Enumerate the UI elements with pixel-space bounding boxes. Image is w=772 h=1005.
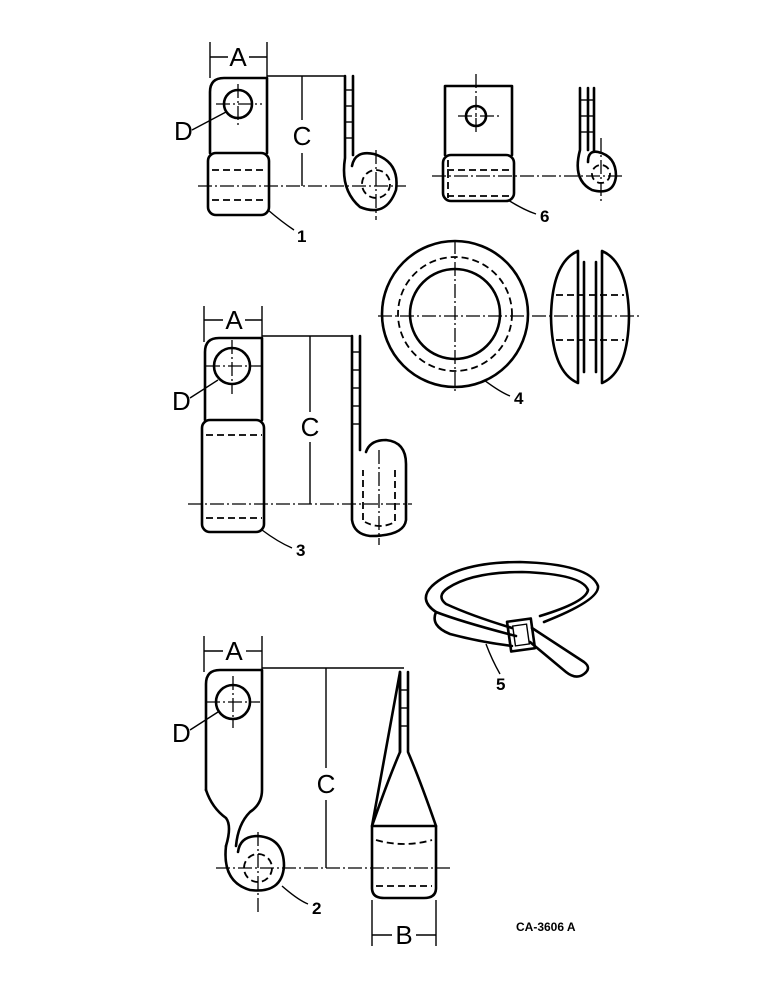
part-6-number: 6 xyxy=(540,207,549,226)
part-2-label-a: A xyxy=(225,636,243,666)
part-3-label-d: D xyxy=(172,386,191,416)
part-2-label-d: D xyxy=(172,718,191,748)
part-2-dim-b: B xyxy=(371,900,437,950)
part-1-label-a: A xyxy=(229,42,247,72)
part-3-dim-a: A xyxy=(203,305,263,342)
part-2-label-c: C xyxy=(317,769,336,799)
part-2-number: 2 xyxy=(312,899,321,918)
drawing-reference-code: CA-3606 A xyxy=(516,920,576,934)
part-1-dim-a: A xyxy=(209,42,268,78)
part-3-label-c: C xyxy=(301,412,320,442)
part-1-label-d: D xyxy=(174,116,193,146)
part-3-clip: A D C 3 xyxy=(172,305,412,560)
part-1-clip: A D C 1 xyxy=(174,42,406,246)
part-4-number: 4 xyxy=(514,389,524,408)
part-5-cable-tie: 5 xyxy=(424,560,600,694)
part-3-number: 3 xyxy=(296,541,305,560)
part-3-label-a: A xyxy=(225,305,243,335)
part-1-number: 1 xyxy=(297,227,306,246)
part-4-grommet: 4 xyxy=(378,239,642,408)
part-2-label-b: B xyxy=(395,920,412,950)
part-2-dim-a: A xyxy=(203,636,263,672)
part-5-number: 5 xyxy=(496,675,505,694)
part-1-label-c: C xyxy=(293,121,312,151)
part-6-clip: 6 xyxy=(432,74,622,226)
part-2-clip: A D C B xyxy=(172,636,452,950)
